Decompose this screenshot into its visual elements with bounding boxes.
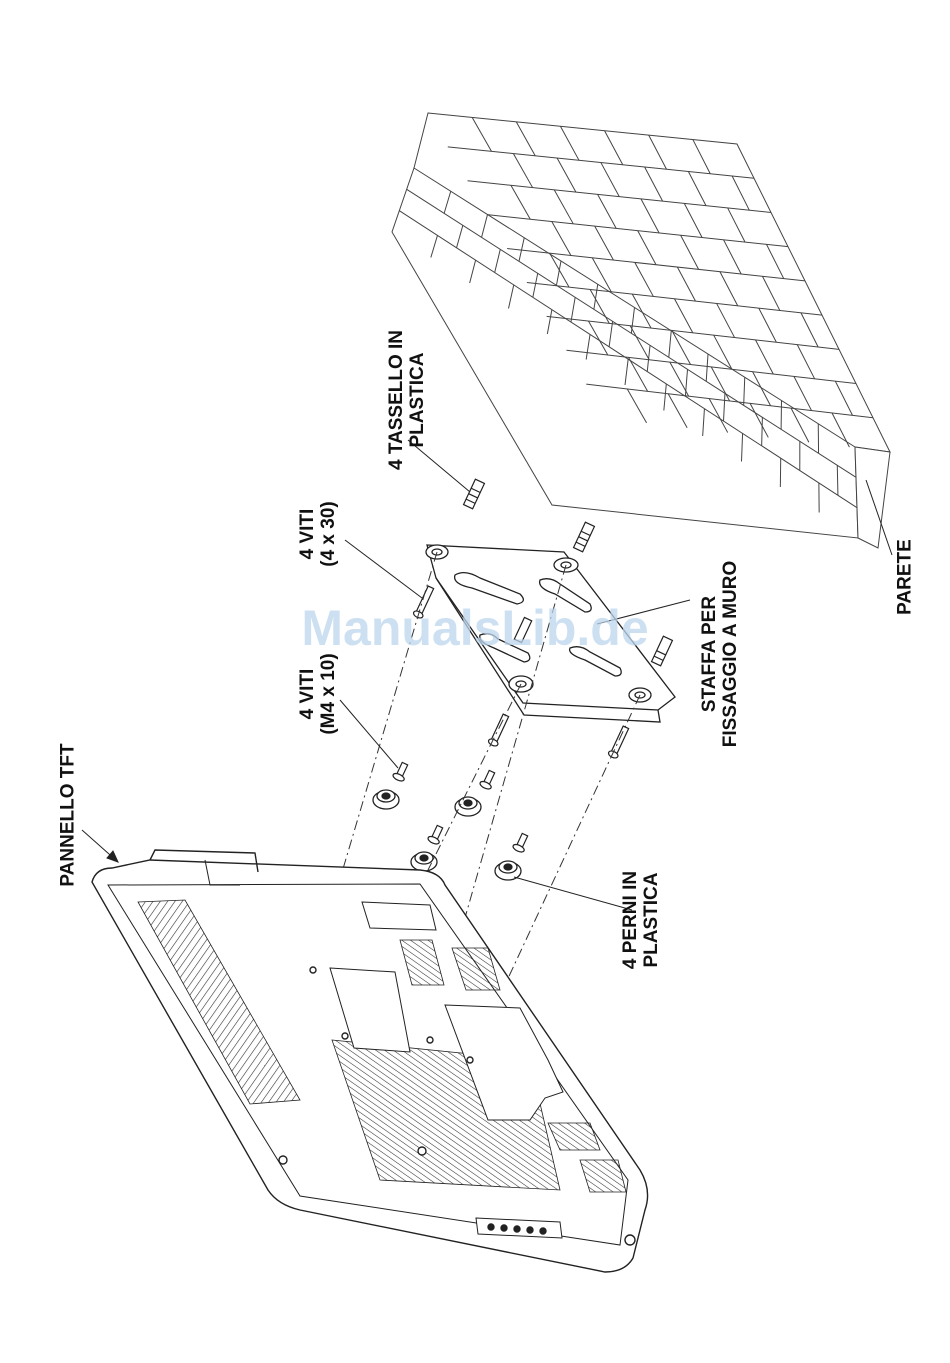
label-parete: PARETE: [895, 539, 916, 615]
watermark: ManualsLib.de: [301, 599, 648, 657]
label-tassello-line1: 4 TASSELLO IN: [386, 330, 407, 470]
label-viti-4x30-line2: (4 x 30): [318, 501, 339, 566]
wall: [392, 113, 890, 548]
label-tassello: 4 TASSELLO IN PLASTICA: [386, 330, 428, 470]
label-viti-m4-line2: (M4 x 10): [318, 653, 339, 734]
label-staffa-line1: STAFFA PER: [699, 561, 720, 747]
label-viti-m4-line1: 4 VITI: [297, 653, 318, 734]
label-tassello-line2: PLASTICA: [407, 330, 428, 470]
label-viti-4x30: 4 VITI (4 x 30): [297, 501, 339, 566]
label-pannello-tft-text: PANNELLO TFT: [58, 743, 79, 886]
brick-line: [837, 465, 838, 495]
label-perni-line2: PLASTICA: [641, 871, 662, 969]
label-staffa: STAFFA PER FISSAGGIO A MURO: [699, 561, 741, 747]
label-parete-text: PARETE: [895, 539, 916, 615]
label-viti-m4: 4 VITI (M4 x 10): [297, 653, 339, 734]
label-viti-4x30-line1: 4 VITI: [297, 501, 318, 566]
label-pannello-tft: PANNELLO TFT: [58, 743, 79, 886]
plastic-spacers: [373, 790, 521, 880]
label-perni: 4 PERNI IN PLASTICA: [620, 871, 662, 969]
label-staffa-line2: FISSAGGIO A MURO: [720, 561, 741, 747]
label-perni-line1: 4 PERNI IN: [620, 871, 641, 969]
tft-panel: [92, 850, 648, 1272]
